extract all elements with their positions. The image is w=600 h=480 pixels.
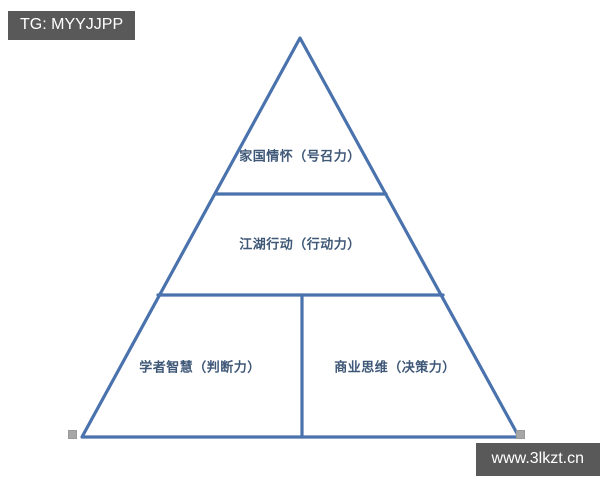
watermark-bottom-right: www.3lkzt.cn [475,443,600,476]
pyramid-tier-label-bottom-right: 商业思维（决策力） [334,360,456,376]
pyramid-tier-label-top: 家国情怀（号召力） [239,149,361,165]
resize-handle-bottom-right[interactable] [516,430,525,439]
pyramid-tier-label-middle: 江湖行动（行动力） [239,237,361,253]
resize-handle-bottom-left[interactable] [68,430,77,439]
watermark-top-left: TG: MYYJJPP [8,11,136,40]
pyramid-tier-label-bottom-left: 学者智慧（判断力） [139,360,261,376]
